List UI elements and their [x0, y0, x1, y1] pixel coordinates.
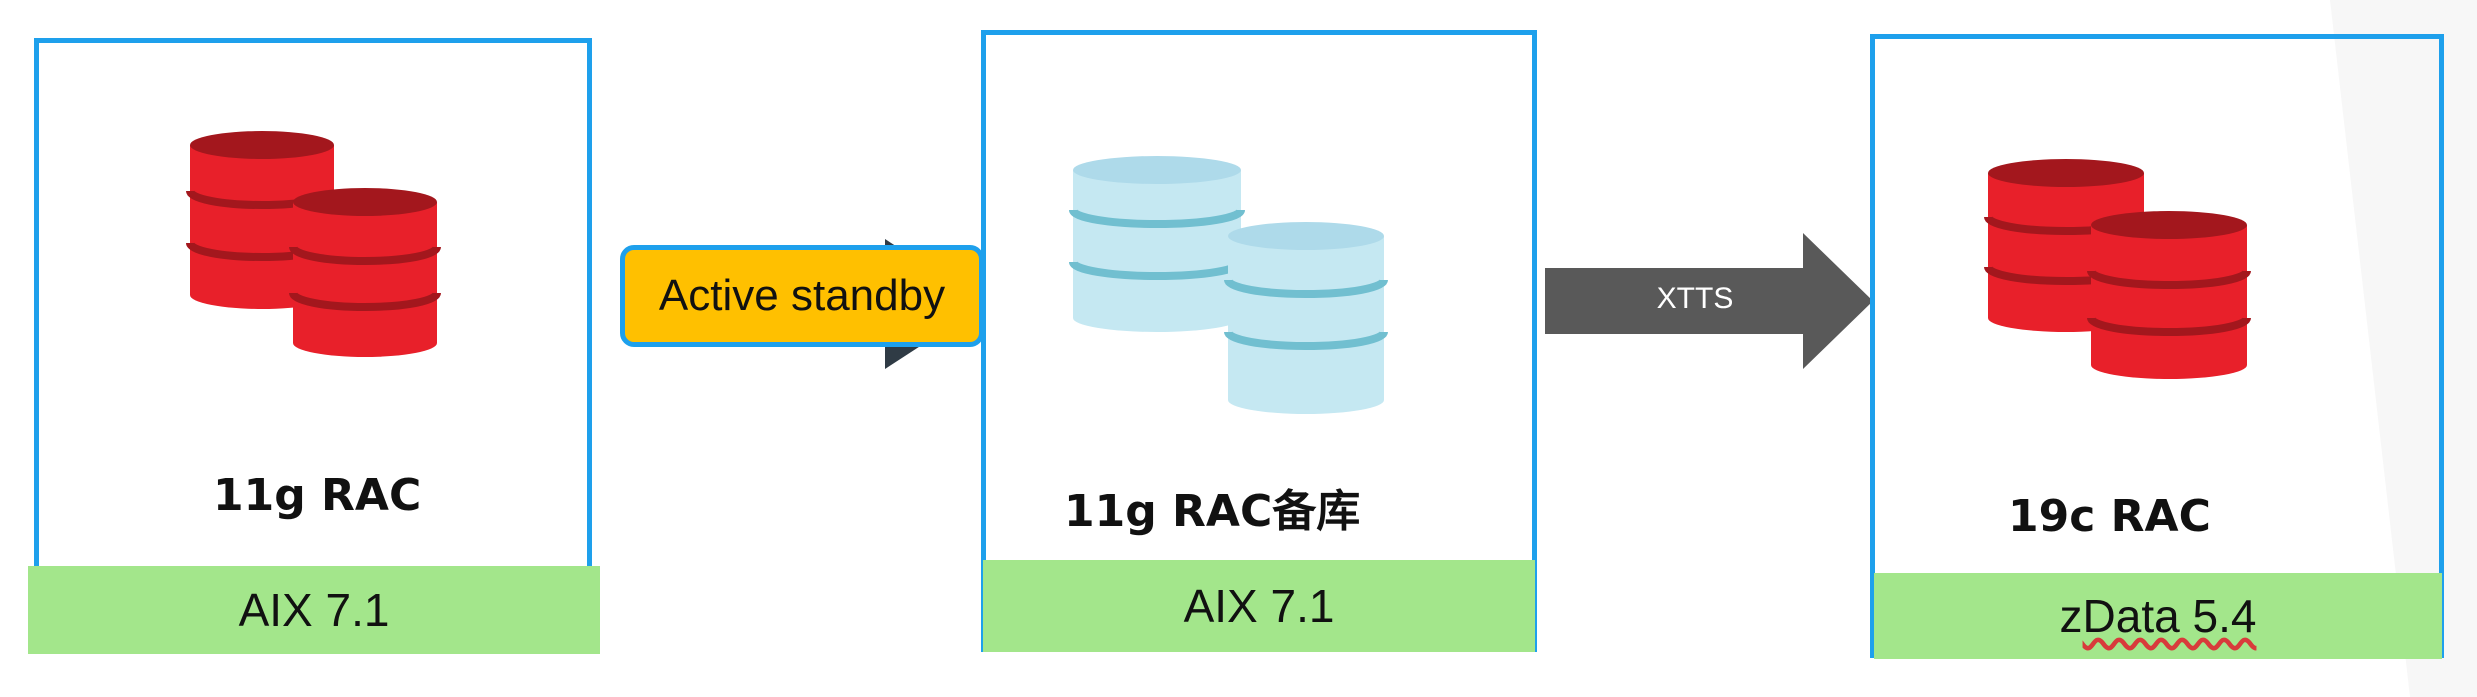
standby-db-title: 11g RAC备库 — [1064, 486, 1361, 537]
standby-platform-label: AIX 7.1 — [1183, 580, 1335, 632]
target-db-title: 19c RAC — [2008, 491, 2211, 542]
target-platform-label: zData 5.4 — [2060, 589, 2257, 643]
target-platform-bar: zData 5.4 — [1874, 573, 2442, 659]
database-stack-light-blue-icon — [1069, 156, 1388, 414]
active-standby-label: Active standby — [620, 245, 984, 347]
target-platform-prefix: z — [2059, 590, 2083, 642]
active-standby-text: Active standby — [658, 271, 946, 320]
source-platform-label: AIX 7.1 — [238, 584, 390, 636]
source-db-title: 11g RAC — [213, 470, 422, 521]
standby-platform-bar: AIX 7.1 — [983, 560, 1535, 652]
xtts-arrow — [1545, 233, 1873, 369]
target-platform-underlined: Data 5.4 — [2082, 590, 2257, 642]
database-stack-red-icon — [1984, 159, 2251, 379]
source-platform-bar: AIX 7.1 — [28, 566, 600, 654]
xtts-label: XTTS — [1656, 282, 1734, 315]
database-stack-red-icon — [186, 131, 441, 357]
